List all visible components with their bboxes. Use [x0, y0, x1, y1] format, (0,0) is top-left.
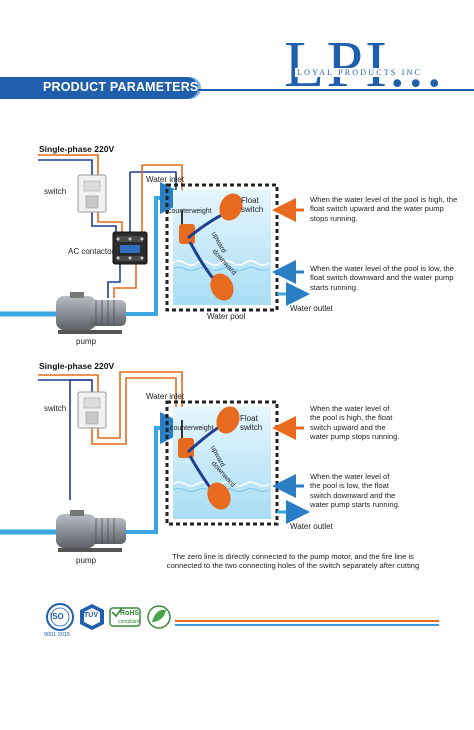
diagram2-water-inlet-label: Water inlet — [146, 392, 184, 401]
diagram1-contactor-label: AC contactor — [68, 247, 115, 256]
diagram1-float-switch-label: Float switch — [241, 196, 264, 214]
company-logo: LPI... — [284, 28, 445, 101]
tuv-badge-icon — [80, 604, 104, 630]
diagram2-footnote: The zero line is directly connected to t… — [166, 552, 420, 571]
iso-badge-icon — [46, 603, 74, 631]
footer-blue-line — [175, 624, 439, 626]
rohs-badge-sub: compliant — [118, 619, 140, 625]
section-title: PRODUCT PARAMETERS — [43, 80, 199, 94]
section-title-divider — [198, 89, 474, 91]
switch-box-1 — [77, 174, 107, 213]
diagram2-pump-label: pump — [76, 556, 97, 565]
eco-badge-icon — [147, 605, 171, 629]
diagram2-supply-label: Single-phase 220V — [39, 361, 115, 371]
power-wires-2 — [38, 371, 183, 500]
diagram1-water-outlet-label: Water outlet — [290, 304, 333, 313]
diagram1-switch-label: switch — [44, 187, 67, 196]
diagram1-supply-label: Single-phase 220V — [39, 144, 115, 154]
diagram1-high-level-note: When the water level of the pool is high… — [310, 195, 458, 223]
company-logo-subtitle: LOYAL PRODUCTS INC — [295, 68, 425, 77]
float-assembly-1 — [179, 193, 243, 301]
tuv-badge-label: TÜV — [84, 612, 98, 619]
diagram1-low-level-note: When the water level of the pool is low,… — [310, 264, 454, 292]
diagram1-pump-label: pump — [76, 337, 97, 346]
float-assembly-2 — [178, 406, 240, 510]
diagram1-water-inlet-label: Water inlet — [146, 175, 184, 184]
iso-badge-label: ISO — [50, 612, 64, 621]
switch-box-2 — [77, 391, 107, 429]
diagram2-counterweight-label: counterweight — [170, 425, 214, 432]
diagram1-water-pool-label: Water pool — [207, 312, 246, 321]
diagram2-switch-label: switch — [44, 404, 67, 413]
ac-contactor — [112, 231, 148, 265]
diagram2-water-outlet-label: Water outlet — [290, 522, 333, 531]
section-title-bar — [0, 77, 198, 99]
iso-badge-number: 9001:2015 — [44, 632, 70, 638]
diagram2-low-level-note: When the water level of the pool is low,… — [310, 472, 400, 510]
footer-orange-line — [175, 620, 439, 622]
diagram2-high-level-note: When the water level of the pool is high… — [310, 404, 400, 442]
rohs-badge-label: RoHS — [120, 610, 140, 617]
pump-2 — [0, 510, 126, 552]
pump-1 — [0, 292, 126, 334]
diagram2-float-switch-label: Float switch — [240, 414, 263, 432]
rohs-badge-icon — [109, 607, 141, 627]
diagram1-counterweight-label: counterweight — [168, 208, 212, 215]
